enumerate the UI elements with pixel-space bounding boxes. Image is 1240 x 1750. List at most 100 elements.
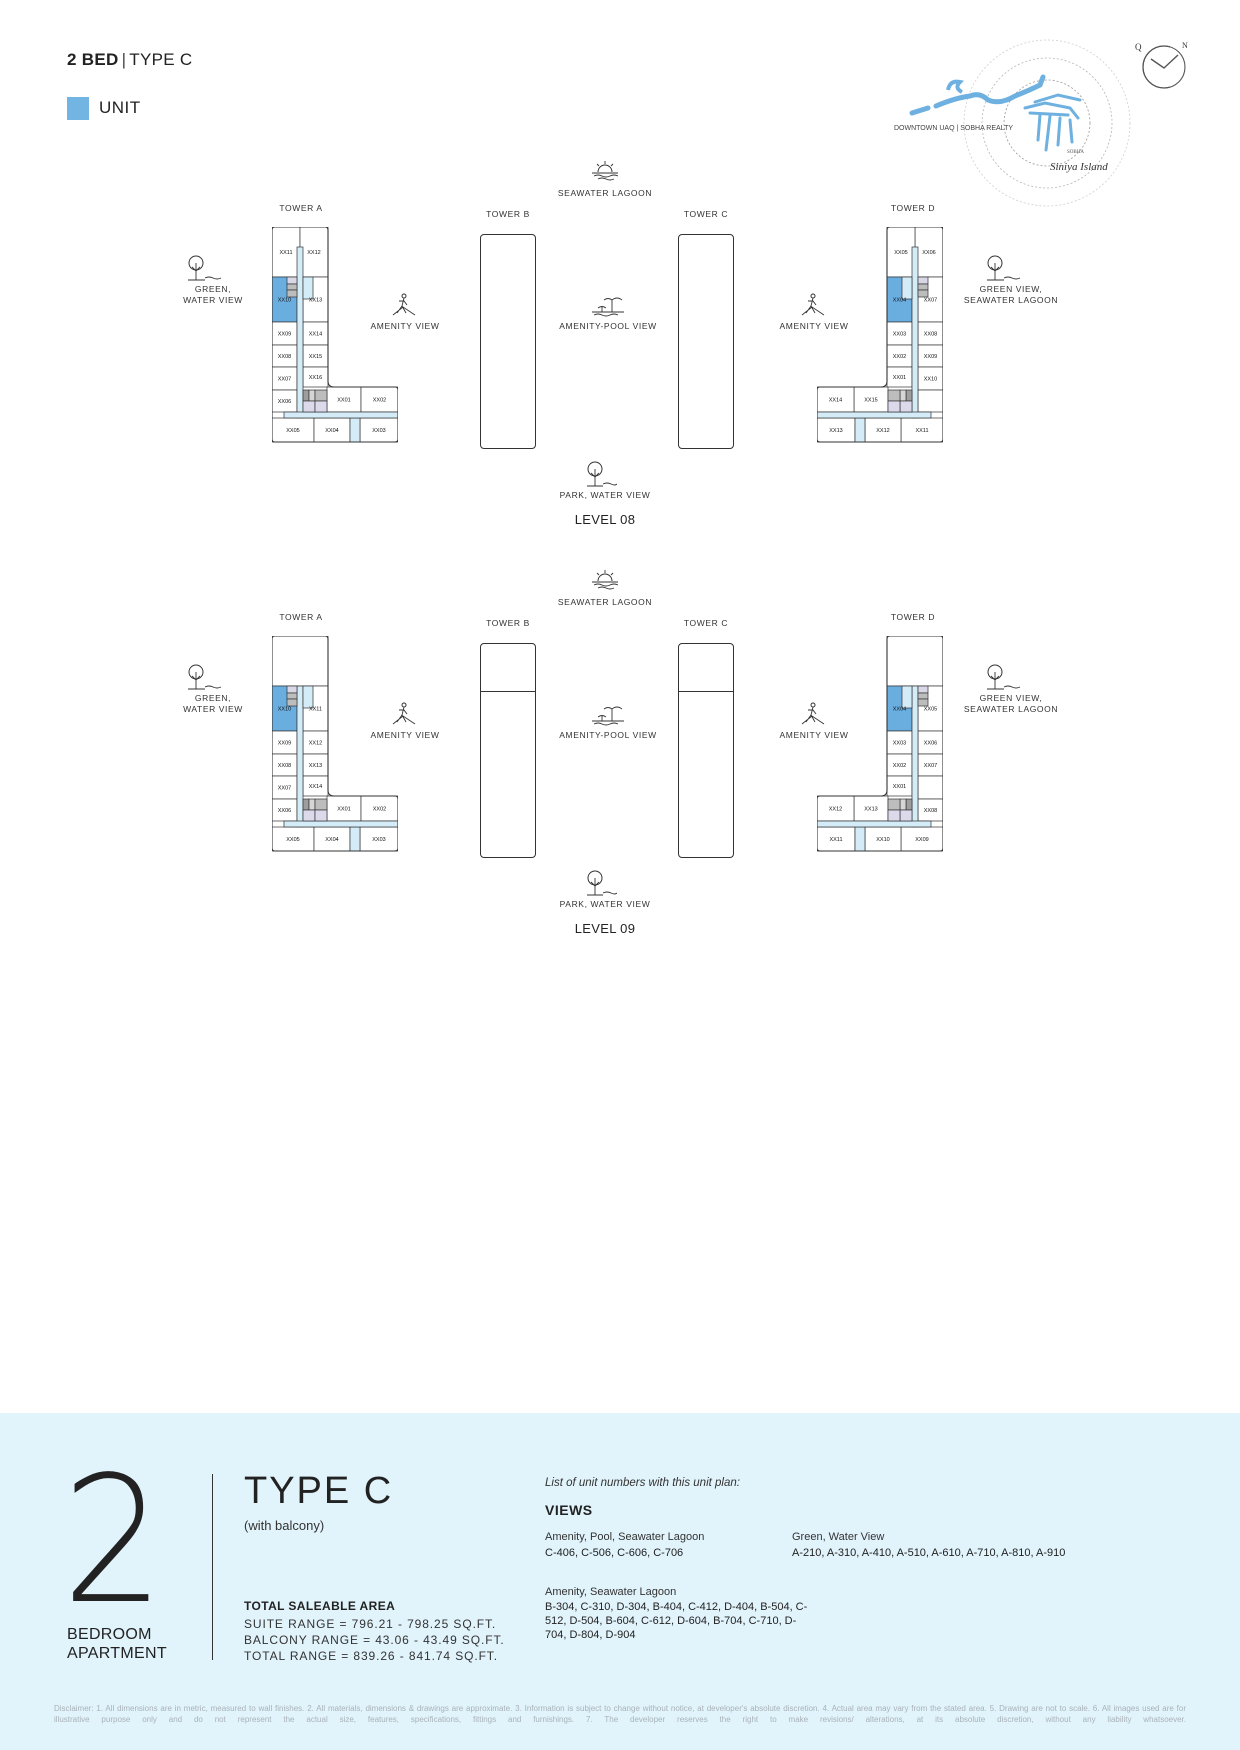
tree-water-icon xyxy=(982,253,1022,288)
unit-number: XX03 xyxy=(372,837,385,843)
tower-b-outline xyxy=(480,643,536,858)
core-block xyxy=(899,798,907,811)
unit-cell xyxy=(326,386,362,413)
unit-cell xyxy=(917,775,944,800)
unit-number: XX05 xyxy=(286,428,299,434)
unit-number: XX01 xyxy=(893,784,906,790)
view-label-right-line1: GREEN VIEW, xyxy=(979,284,1043,294)
core-block xyxy=(314,400,328,413)
bedroom-count: 2 xyxy=(62,1440,165,1643)
unit-number: XX03 xyxy=(893,741,906,747)
summary-divider xyxy=(212,1474,213,1660)
level-09-plan: SEAWATER LAGOON TOWER A TOWER B TOWER C … xyxy=(0,409,1240,936)
unit-number: XX11 xyxy=(309,707,322,713)
unit-number: XX10 xyxy=(924,377,937,383)
core-block xyxy=(302,798,310,811)
stair xyxy=(286,685,298,694)
unit-number: XX07 xyxy=(924,298,937,304)
unit-legend-swatch xyxy=(67,97,89,120)
core-block xyxy=(887,798,901,811)
core-block xyxy=(899,389,907,402)
unit-number: XX08 xyxy=(278,763,291,769)
unit-number: XX10 xyxy=(278,707,291,713)
tower-c-outline xyxy=(678,643,734,858)
unit-cell xyxy=(359,826,399,852)
unit-number: XX02 xyxy=(893,763,906,769)
view-group-name: Amenity, Pool, Seawater Lagoon xyxy=(545,1531,705,1543)
core-block xyxy=(302,809,316,822)
view-label-left-line1: GREEN, xyxy=(194,284,232,294)
amenity-person-icon xyxy=(798,293,828,324)
view-label-right: GREEN VIEW,SEAWATER LAGOON xyxy=(964,693,1058,715)
unit-number: XX09 xyxy=(924,354,937,360)
unit-number: XX11 xyxy=(279,250,292,256)
view-label-amenity-left: AMENITY VIEW xyxy=(370,730,440,740)
balcony-note: (with balcony) xyxy=(244,1518,325,1533)
core-block xyxy=(308,389,316,402)
unit-number: XX05 xyxy=(894,250,907,256)
stair xyxy=(286,692,298,700)
page-title: 2 BED|TYPE C xyxy=(67,50,193,70)
stair xyxy=(917,283,929,291)
core-block xyxy=(905,389,913,402)
unit-number: XX02 xyxy=(373,398,386,404)
compass-north-label: N xyxy=(1182,41,1188,50)
unit-number: XX03 xyxy=(372,428,385,434)
core-block xyxy=(887,809,901,822)
type-title: TYPE C xyxy=(244,1470,394,1512)
bed-count: 2 BED xyxy=(67,50,119,69)
core-block xyxy=(314,389,328,402)
sunset-lagoon-icon xyxy=(590,160,620,187)
corridor-horizontal xyxy=(283,820,399,828)
unit-number: XX11 xyxy=(915,428,928,434)
unit-cell xyxy=(271,635,329,687)
unit-cell xyxy=(299,226,329,278)
stair xyxy=(286,283,298,291)
tree-water-icon xyxy=(183,662,223,697)
stair xyxy=(917,289,929,298)
unit-number: XX13 xyxy=(309,763,322,769)
unit-number: XX09 xyxy=(278,332,291,338)
unit-number: XX13 xyxy=(829,428,842,434)
view-label-center: AMENITY-POOL VIEW xyxy=(559,730,657,740)
core-block xyxy=(899,809,913,822)
view-group: Amenity, Pool, Seawater Lagoon C-406, C-… xyxy=(545,1531,745,1560)
tower-c-label: TOWER C xyxy=(683,618,729,628)
stair xyxy=(917,685,929,694)
view-group-units: B-304, C-310, D-304, B-404, C-412, D-404… xyxy=(545,1601,808,1641)
unit-number: XX01 xyxy=(893,375,906,381)
stair xyxy=(917,276,929,285)
unit-number: XX07 xyxy=(924,763,937,769)
view-label-top: SEAWATER LAGOON xyxy=(557,597,653,607)
suite-range: SUITE RANGE = 796.21 - 798.25 SQ.FT. xyxy=(244,1617,497,1631)
view-group: Green, Water View A-210, A-310, A-410, A… xyxy=(792,1531,1192,1560)
bedroom-line1: BEDROOM xyxy=(67,1626,152,1643)
unit-number: XX16 xyxy=(309,375,322,381)
lift-lobby xyxy=(901,685,913,709)
unit-number: XX02 xyxy=(373,807,386,813)
tower-a-label: TOWER A xyxy=(279,612,323,622)
amenity-person-icon xyxy=(798,702,828,733)
park-tree-icon xyxy=(583,869,618,902)
pool-palm-icon xyxy=(590,705,626,732)
view-group-name: Amenity, Seawater Lagoon xyxy=(545,1586,677,1598)
core-block xyxy=(887,400,901,413)
unit-number: XX04 xyxy=(325,428,338,434)
unit-number: XX14 xyxy=(829,398,842,404)
total-range: TOTAL RANGE = 839.26 - 841.74 SQ.FT. xyxy=(244,1649,498,1663)
unit-number: XX08 xyxy=(278,354,291,360)
saleable-area-title: TOTAL SALEABLE AREA xyxy=(244,1599,396,1613)
core-block xyxy=(887,389,901,402)
view-group-units: A-210, A-310, A-410, A-510, A-610, A-710… xyxy=(792,1547,1066,1559)
view-label-amenity-right: AMENITY VIEW xyxy=(779,730,849,740)
unit-number: XX01 xyxy=(337,807,350,813)
amenity-person-icon xyxy=(389,702,419,733)
stair xyxy=(286,289,298,298)
balcony-range: BALCONY RANGE = 43.06 - 43.49 SQ.FT. xyxy=(244,1633,505,1647)
location-logo: DOWNTOWN UAQ | SOBHA REALTY SOBHA Siniya… xyxy=(894,39,1170,207)
coastline-icon xyxy=(909,74,1046,116)
unit-number: XX03 xyxy=(893,332,906,338)
unit-number: XX09 xyxy=(278,741,291,747)
